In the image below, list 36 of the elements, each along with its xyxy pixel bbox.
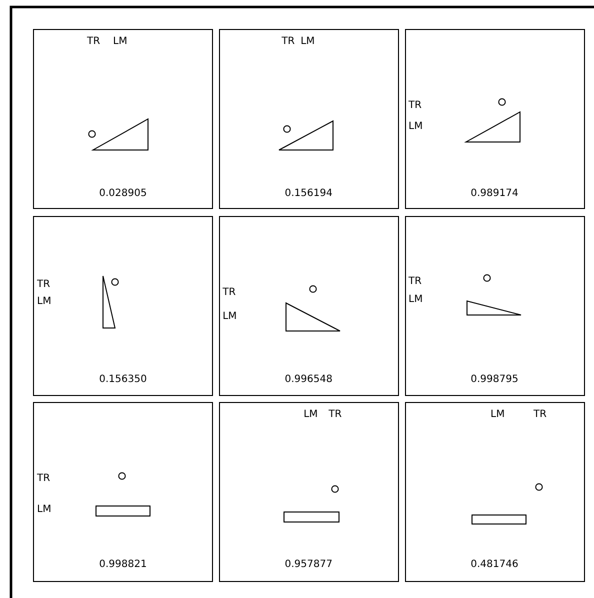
text-label: LM [222,310,237,323]
text-label: LM [408,294,423,306]
text-label: LM [37,504,52,516]
text-label: TR [408,100,422,112]
text-label: LM [113,36,128,48]
score-value: 0.028905 [99,188,147,200]
text-label: TR [328,409,342,421]
panel-box [218,216,399,396]
panel-box [404,29,584,209]
text-label: TR [87,36,100,48]
panel-box [404,216,584,396]
text-label: LM [300,36,315,48]
text-label: LM [490,409,505,421]
score-value: 0.989174 [470,188,518,200]
panel-box [33,29,213,209]
text-label: TR [534,409,547,421]
score-value: 0.957877 [284,559,332,571]
text-label: LM [37,296,52,308]
text-label: LM [408,121,423,133]
score-value: 0.156350 [99,374,147,386]
panel-box [33,216,213,396]
text-label: TR [222,286,236,299]
text-label: TR [37,278,50,291]
score-value: 0.156194 [284,188,332,200]
score-value: 0.998821 [99,559,147,571]
score-value: 0.481746 [470,559,518,571]
text-label: LM [304,409,318,421]
panel-box [218,402,399,582]
text-label: TR [408,276,422,288]
panel-box [33,402,213,582]
panel-box [404,402,584,582]
score-value: 0.996548 [284,374,332,386]
score-value: 0.998795 [470,374,518,386]
text-label: TR [37,473,50,485]
panel-box [218,29,399,209]
text-label: TR [282,36,295,48]
